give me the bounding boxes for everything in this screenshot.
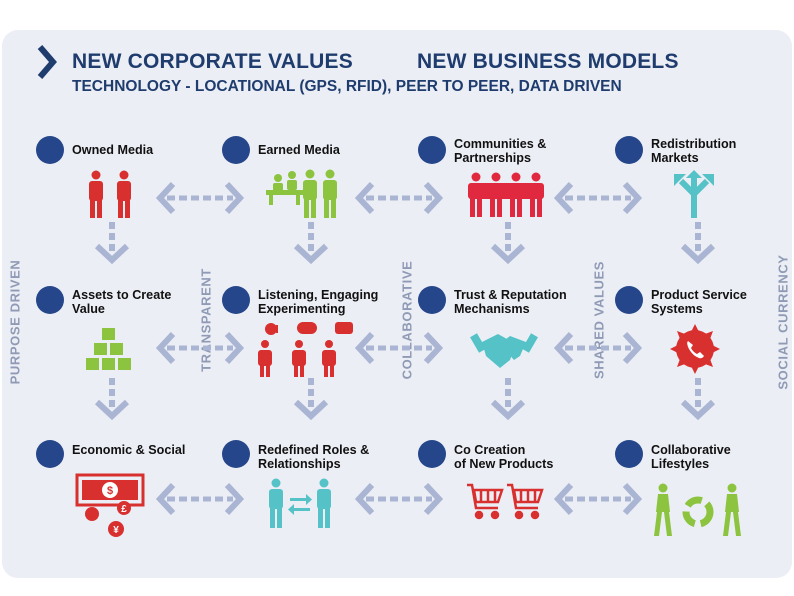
node-dot xyxy=(418,286,446,314)
bidirectional-arrow xyxy=(354,482,444,516)
node-dot xyxy=(36,440,64,468)
node-dot xyxy=(36,136,64,164)
svg-text:£: £ xyxy=(121,504,127,515)
node-dot xyxy=(222,136,250,164)
svg-text:$: $ xyxy=(107,485,113,497)
bidirectional-arrow xyxy=(354,181,444,215)
down-arrow xyxy=(680,378,716,421)
node-redefined-roles: Redefined Roles &Relationships xyxy=(258,443,370,471)
recycle-people-icon xyxy=(654,483,741,536)
node-dot xyxy=(36,286,64,314)
shopping-carts-icon xyxy=(467,483,544,520)
group-of-people-icon xyxy=(468,172,544,217)
subtitle-technology: TECHNOLOGY - LOCATIONAL (GPS, RFID), PEE… xyxy=(72,78,622,95)
down-arrow xyxy=(94,378,130,421)
down-arrow xyxy=(490,222,526,265)
node-owned-media: Owned Media xyxy=(72,143,154,157)
handshake-icon xyxy=(470,333,538,368)
svg-text:¥: ¥ xyxy=(113,525,119,536)
side-label-social-currency: SOCIAL CURRENCY xyxy=(775,254,791,390)
bidirectional-arrow xyxy=(553,331,643,365)
diverging-arrows-icon xyxy=(674,170,714,218)
bidirectional-arrow xyxy=(155,482,245,516)
down-arrow xyxy=(490,378,526,421)
node-communities-partnerships: Communities &Partnerships xyxy=(454,137,547,165)
money-currency-icon: $ £ ¥ xyxy=(75,473,145,537)
node-dot xyxy=(615,286,643,314)
node-dot xyxy=(615,440,643,468)
bidirectional-arrow xyxy=(553,181,643,215)
people-with-speech-bubbles-icon xyxy=(258,322,353,377)
bidirectional-arrow xyxy=(155,331,245,365)
down-arrow xyxy=(94,222,130,265)
node-dot xyxy=(418,136,446,164)
role-exchange-icon xyxy=(269,478,331,528)
node-dot xyxy=(222,440,250,468)
bidirectional-arrow xyxy=(354,331,444,365)
bidirectional-arrow xyxy=(553,482,643,516)
down-arrow xyxy=(680,222,716,265)
people-at-table-icon xyxy=(266,169,337,218)
node-dot xyxy=(418,440,446,468)
chevron-right-icon xyxy=(37,45,57,79)
side-label-purpose-driven: PURPOSE DRIVEN xyxy=(7,259,23,385)
node-dot xyxy=(615,136,643,164)
title-corporate-values: NEW CORPORATE VALUES xyxy=(72,50,353,73)
bidirectional-arrow xyxy=(155,181,245,215)
node-economic-social: Economic & Social xyxy=(72,443,186,457)
node-dot xyxy=(222,286,250,314)
down-arrow xyxy=(293,222,329,265)
title-business-models: NEW BUSINESS MODELS xyxy=(417,50,679,73)
badge-points xyxy=(670,324,720,374)
node-earned-media: Earned Media xyxy=(258,143,340,157)
two-people-icon xyxy=(89,170,131,218)
stacked-blocks-icon xyxy=(86,328,131,370)
down-arrow xyxy=(293,378,329,421)
phone-badge-icon xyxy=(670,324,720,374)
